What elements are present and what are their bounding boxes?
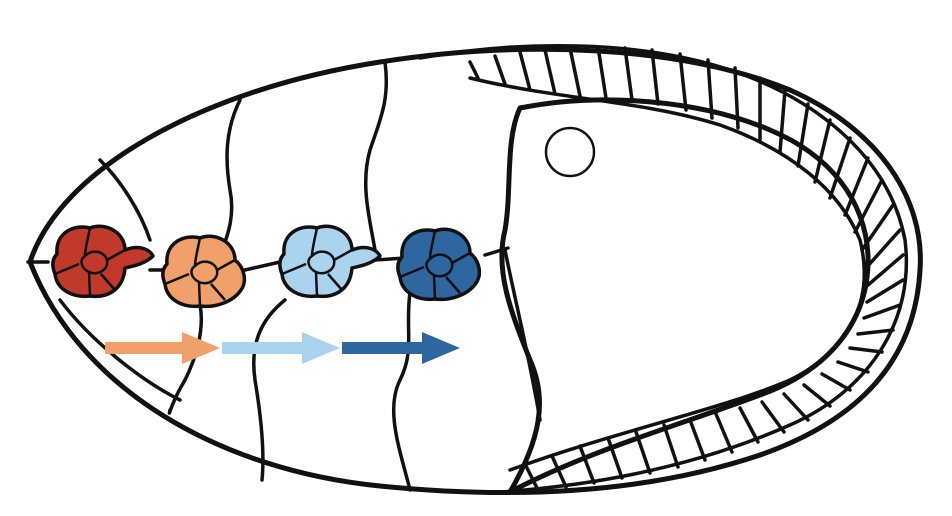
follicle-cell-boundary [662, 423, 680, 469]
cluster-cell-boundary [327, 273, 343, 291]
cluster-cell-boundary [54, 262, 80, 276]
follicle-cell-boundary [848, 346, 884, 354]
follicle-cell-boundary [714, 412, 734, 454]
follicle-cell-boundary [866, 253, 905, 287]
follicle-cell-boundary [493, 54, 507, 86]
arrow-head [182, 332, 220, 364]
cluster-cell-boundary [197, 281, 202, 307]
nurse-cell-boundaries [26, 60, 542, 492]
arrow-shaft [105, 342, 182, 354]
follicle-cell-boundary [543, 48, 557, 96]
cluster-cell-boundary [307, 250, 336, 275]
follicle-cell-boundary [678, 52, 688, 112]
cluster-cell-boundary [193, 237, 202, 267]
arrow-shaft [222, 342, 302, 354]
follicle-cell-boundary [862, 303, 902, 320]
follicle-cell-boundary [760, 400, 786, 434]
follicle-cell-boundary [853, 178, 884, 234]
follicle-cell-boundary [836, 360, 870, 374]
arrow-head [302, 332, 340, 364]
follicle-cell-boundary [843, 156, 870, 217]
arrow-head [422, 332, 460, 364]
follicle-cell-layer [418, 43, 908, 494]
follicle-cell-boundary [856, 328, 895, 336]
cluster-cell-boundary [425, 253, 454, 278]
arrow-shaft [342, 342, 422, 354]
cluster-cell-boundary [190, 260, 219, 285]
migration-arrow-3 [342, 332, 460, 364]
cluster-cell-boundary [80, 250, 109, 275]
follicle-cell-boundary [468, 60, 480, 80]
follicle-cell-boundary [813, 118, 832, 184]
migration-arrow-2 [222, 332, 340, 364]
cluster-body [396, 227, 482, 302]
follicle-cell-boundary [738, 406, 760, 444]
cluster-body [161, 234, 247, 309]
border-cell-cluster-4 [396, 227, 482, 302]
cluster-body [278, 224, 382, 299]
follicle-cell-boundary [802, 383, 832, 408]
migration-arrow-1 [105, 332, 220, 364]
cluster-cell-boundary [428, 230, 437, 260]
follicle-cell-boundary [828, 136, 852, 200]
border-cell-cluster-2 [161, 234, 247, 309]
follicle-cell-boundary [778, 88, 787, 154]
cluster-cell-boundary [106, 248, 126, 262]
follicle-cell-boundary [578, 444, 596, 485]
cluster-cell-boundary [310, 227, 319, 257]
oocyte-nucleus [544, 126, 596, 178]
border-cell-cluster-1 [51, 224, 155, 299]
follicle-cell-boundary [596, 45, 608, 100]
cluster-cell-boundary [100, 273, 116, 291]
follicle-cell-boundary [865, 278, 905, 304]
cluster-cell-boundary [210, 283, 226, 301]
cluster-cell-boundary [314, 271, 319, 297]
follicle-cell-boundary [782, 392, 810, 422]
follicle-cell-boundary [524, 464, 540, 492]
follicle-cell-boundary [518, 50, 532, 92]
follicle-cell-boundary [606, 436, 624, 480]
cluster-cell-boundary [399, 265, 425, 279]
follicle-cell-boundary [550, 454, 568, 489]
follicle-cell-boundary [568, 46, 582, 98]
cluster-cell-boundary [445, 276, 461, 294]
follicle-cell-boundary [820, 372, 852, 392]
border-cell-cluster-3 [278, 224, 382, 299]
follicle-cell-boundary [650, 48, 660, 106]
follicle-cell-boundary [688, 418, 707, 462]
cluster-cell-boundary [87, 271, 92, 297]
egg-chamber-outline [27, 46, 923, 495]
follicle-cell-boundary [864, 228, 902, 270]
follicle-cell-boundary [623, 46, 634, 102]
cluster-cell-boundary [216, 258, 236, 272]
cluster-cell-boundary [333, 248, 353, 262]
follicle-cell-boundary [706, 58, 714, 120]
cluster-cell-boundary [432, 274, 437, 300]
cluster-cell-boundary [164, 272, 190, 286]
cluster-cell-boundary [281, 262, 307, 276]
cluster-body [51, 224, 155, 299]
cluster-cell-boundary [451, 251, 471, 265]
cluster-cell-boundary [83, 227, 92, 257]
follicle-cell-boundary [796, 102, 810, 168]
oocyte [499, 97, 871, 495]
